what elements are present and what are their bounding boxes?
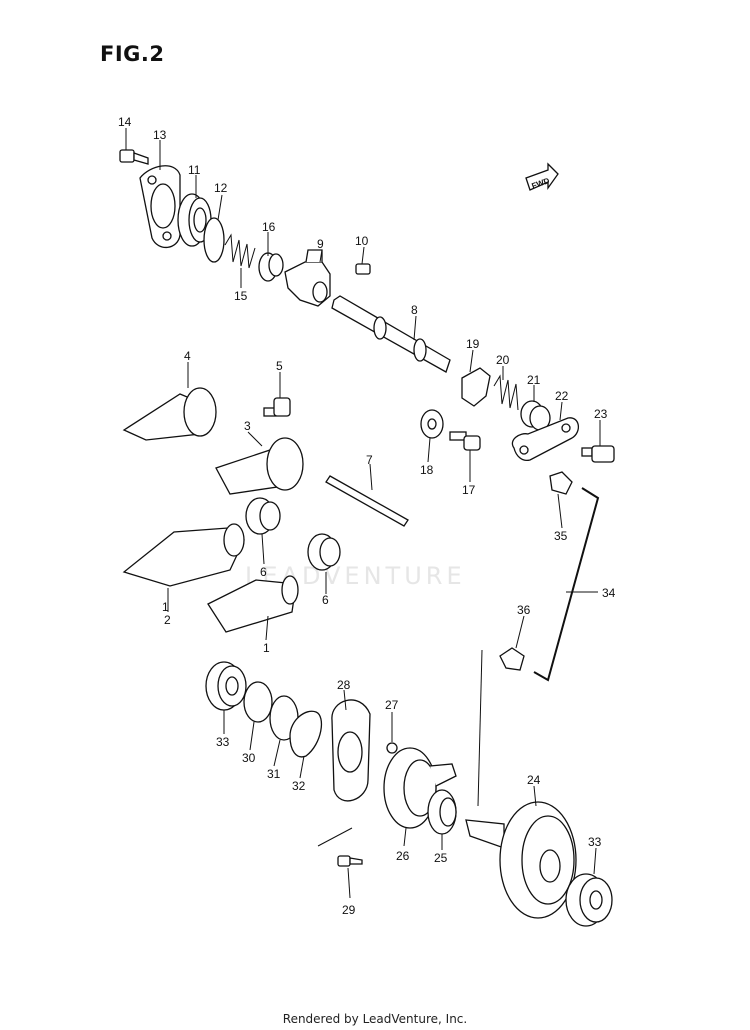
callout-1: 1	[263, 641, 270, 655]
callout-6a: 6	[260, 565, 267, 579]
callout-23: 23	[594, 407, 608, 421]
callout-1: 1	[162, 600, 169, 614]
callout-leaders	[125, 128, 601, 899]
callout-25: 25	[434, 851, 448, 865]
part-35-clip	[549, 471, 573, 495]
part-36-clip	[499, 647, 525, 671]
callout-6b: 6	[322, 593, 329, 607]
callout-5: 5	[276, 359, 283, 373]
part-12-o-ring	[203, 217, 225, 263]
callout-22: 22	[555, 389, 569, 403]
part-25-seal	[427, 789, 457, 835]
callout-12: 12	[214, 181, 228, 195]
callout-11: 11	[188, 163, 201, 177]
part-6-collar-upper	[245, 497, 281, 535]
part-1-valve	[207, 575, 299, 633]
leader-line	[477, 649, 483, 807]
callout-29: 29	[342, 903, 356, 917]
callout-26: 26	[396, 849, 410, 863]
part-2-valve	[122, 523, 245, 587]
part-26-gear	[383, 747, 457, 829]
callout-labels: 1 2 3 4 5 6 6 7 8 9 10 11 12 13 14 15 16…	[118, 115, 616, 917]
part-16-bush	[258, 252, 284, 282]
callout-18: 18	[420, 463, 434, 477]
callout-31: 31	[267, 767, 281, 781]
callout-8: 8	[411, 303, 418, 317]
part-32-gasket	[289, 710, 323, 758]
part-21-collar	[520, 400, 551, 431]
callout-32: 32	[292, 779, 306, 793]
callout-33a: 33	[216, 735, 230, 749]
callout-16: 16	[262, 220, 276, 234]
callout-4: 4	[184, 349, 191, 363]
callout-34: 34	[602, 586, 616, 600]
part-9-lever	[284, 249, 331, 307]
callout-14: 14	[118, 115, 132, 129]
callout-20: 20	[496, 353, 510, 367]
part-27-ball	[386, 742, 398, 754]
callout-10: 10	[355, 234, 369, 248]
callout-7: 7	[366, 453, 373, 467]
part-30-circlip	[243, 681, 273, 723]
callout-17: 17	[462, 483, 476, 497]
part-10-screw	[355, 263, 371, 275]
part-20-spring	[493, 374, 519, 411]
part-29-screw	[337, 855, 363, 867]
part-33-bearing-left	[205, 661, 247, 711]
callout-27: 27	[385, 698, 399, 712]
part-11-seal	[177, 193, 212, 247]
part-13-gasket	[139, 165, 181, 249]
part-24-driven-gear	[465, 801, 577, 919]
part-28-cover	[331, 699, 371, 802]
callout-15: 15	[234, 289, 248, 303]
part-17-bolt	[449, 431, 481, 451]
figure-title: FIG.2	[100, 42, 165, 66]
callout-2: 2	[164, 613, 171, 627]
footer-credit: Rendered by LeadVenture, Inc.	[282, 1012, 468, 1026]
callout-35: 35	[554, 529, 568, 543]
part-5-bolt	[263, 397, 291, 417]
part-19-plate	[461, 367, 491, 407]
part-14-bolt	[119, 149, 149, 165]
part-18-washer	[420, 409, 444, 439]
callout-24: 24	[527, 773, 541, 787]
callout-30: 30	[242, 751, 256, 765]
part-34-rod	[533, 487, 600, 682]
callout-9: 9	[317, 237, 324, 251]
leader-line	[317, 827, 353, 847]
part-33-bearing-right	[565, 873, 613, 927]
callout-36: 36	[517, 603, 531, 617]
part-23-bolt	[581, 445, 615, 463]
callout-28: 28	[337, 678, 351, 692]
fwd-arrow-icon: FWD	[525, 162, 559, 191]
callout-33b: 33	[588, 835, 602, 849]
part-3-valve	[215, 437, 304, 495]
part-15-spring	[224, 233, 256, 269]
callout-21: 21	[527, 373, 541, 387]
callout-13: 13	[153, 128, 167, 142]
part-7-pin	[325, 475, 409, 527]
callout-19: 19	[466, 337, 480, 351]
part-8-shaft	[331, 295, 451, 373]
callout-3: 3	[244, 419, 251, 433]
part-4-valve	[122, 387, 217, 441]
part-22-plate	[511, 417, 579, 462]
part-6-collar-lower	[307, 533, 341, 571]
callout-labels: 1 1	[162, 600, 169, 614]
